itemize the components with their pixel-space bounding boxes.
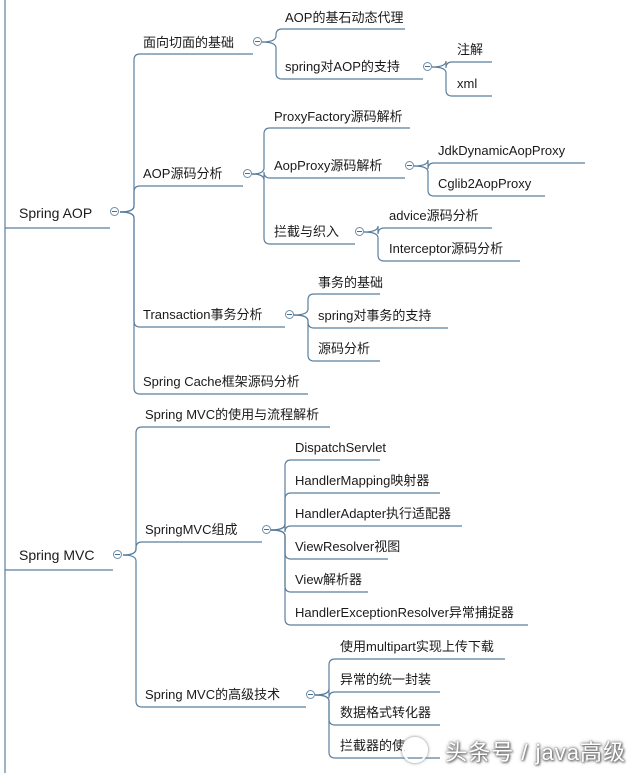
node-spring-mvc[interactable]: Spring MVC bbox=[19, 547, 95, 563]
connector-line bbox=[119, 53, 253, 213]
collapse-toggle-icon[interactable] bbox=[355, 227, 364, 236]
connector-line bbox=[122, 554, 306, 708]
connector-line bbox=[119, 185, 243, 213]
connector-line bbox=[270, 523, 462, 533]
node-view-resolver[interactable]: ViewResolver视图 bbox=[295, 539, 401, 554]
node-mvc-usage[interactable]: Spring MVC的使用与流程解析 bbox=[145, 407, 320, 422]
collapse-toggle-icon[interactable] bbox=[110, 207, 119, 216]
node-handler-adapter[interactable]: HandlerAdapter执行适配器 bbox=[295, 506, 452, 521]
collapse-toggle-icon[interactable] bbox=[423, 62, 432, 71]
node-handler-exception[interactable]: HandlerExceptionResolver异常捕捉器 bbox=[295, 605, 514, 620]
node-spring-aop-support[interactable]: spring对AOP的支持 bbox=[285, 59, 400, 74]
connector-line bbox=[314, 688, 440, 699]
connector-line bbox=[363, 225, 492, 235]
collapse-toggle-icon[interactable] bbox=[405, 161, 414, 170]
connector-line bbox=[122, 541, 262, 556]
node-exception-wrap[interactable]: 异常的统一封装 bbox=[340, 672, 432, 687]
node-advice[interactable]: advice源码分析 bbox=[389, 208, 479, 223]
node-jdk-proxy[interactable]: JdkDynamicAopProxy bbox=[438, 143, 566, 158]
watermark: 头条号 / java高级 bbox=[445, 740, 626, 765]
node-multipart[interactable]: 使用multipart实现上传下载 bbox=[340, 639, 494, 654]
watermark-logo-icon bbox=[402, 737, 428, 763]
node-aop-basics[interactable]: 面向切面的基础 bbox=[143, 35, 235, 50]
node-transaction[interactable]: Transaction事务分析 bbox=[143, 307, 263, 322]
connector-line bbox=[270, 529, 528, 626]
node-interceptor-use[interactable]: 拦截器的使 bbox=[340, 738, 406, 753]
node-mvc-components[interactable]: SpringMVC组成 bbox=[145, 522, 238, 537]
node-xml[interactable]: xml bbox=[457, 76, 478, 91]
connector-line bbox=[314, 694, 440, 759]
connector-line bbox=[293, 293, 380, 316]
node-proxyfactory[interactable]: ProxyFactory源码解析 bbox=[274, 109, 403, 124]
node-cglib-proxy[interactable]: Cglib2AopProxy bbox=[438, 176, 532, 191]
connector-line bbox=[251, 127, 410, 175]
collapse-toggle-icon[interactable] bbox=[243, 169, 252, 178]
node-handler-mapping[interactable]: HandlerMapping映射器 bbox=[295, 473, 430, 488]
connector-line bbox=[431, 66, 492, 97]
node-spring-aop[interactable]: Spring AOP bbox=[19, 205, 93, 221]
node-view-parser[interactable]: View解析器 bbox=[295, 572, 362, 587]
node-spring-tx[interactable]: spring对事务的支持 bbox=[318, 308, 432, 323]
collapse-toggle-icon[interactable] bbox=[262, 525, 271, 534]
connector-line bbox=[413, 165, 545, 197]
node-intercept-weave[interactable]: 拦截与织入 bbox=[274, 224, 340, 239]
node-dispatch[interactable]: DispatchServlet bbox=[295, 440, 387, 455]
connector-line bbox=[261, 28, 405, 43]
connector-line bbox=[251, 173, 355, 245]
collapse-toggle-icon[interactable] bbox=[253, 37, 262, 46]
connector-line bbox=[261, 41, 423, 80]
connector-line bbox=[431, 60, 492, 69]
node-mvc-advanced[interactable]: Spring MVC的高级技术 bbox=[145, 687, 281, 702]
node-aop-cornerstone[interactable]: AOP的基石动态代理 bbox=[285, 10, 404, 25]
node-annotation[interactable]: 注解 bbox=[457, 42, 484, 57]
connector-line bbox=[119, 211, 308, 395]
node-tx-source[interactable]: 源码分析 bbox=[318, 341, 371, 356]
node-spring-cache[interactable]: Spring Cache框架源码分析 bbox=[143, 374, 300, 389]
collapse-toggle-icon[interactable] bbox=[113, 550, 122, 559]
node-tx-basics[interactable]: 事务的基础 bbox=[318, 275, 384, 290]
connector-line bbox=[293, 314, 380, 362]
node-interceptor[interactable]: Interceptor源码分析 bbox=[389, 241, 504, 256]
collapse-toggle-icon[interactable] bbox=[285, 310, 294, 319]
collapse-toggle-icon[interactable] bbox=[306, 690, 315, 699]
node-aopproxy[interactable]: AopProxy源码解析 bbox=[274, 158, 383, 173]
connector-line bbox=[413, 159, 585, 170]
connector-line bbox=[363, 231, 520, 262]
node-data-format[interactable]: 数据格式转化器 bbox=[340, 705, 432, 720]
node-aop-source[interactable]: AOP源码分析 bbox=[143, 166, 223, 181]
